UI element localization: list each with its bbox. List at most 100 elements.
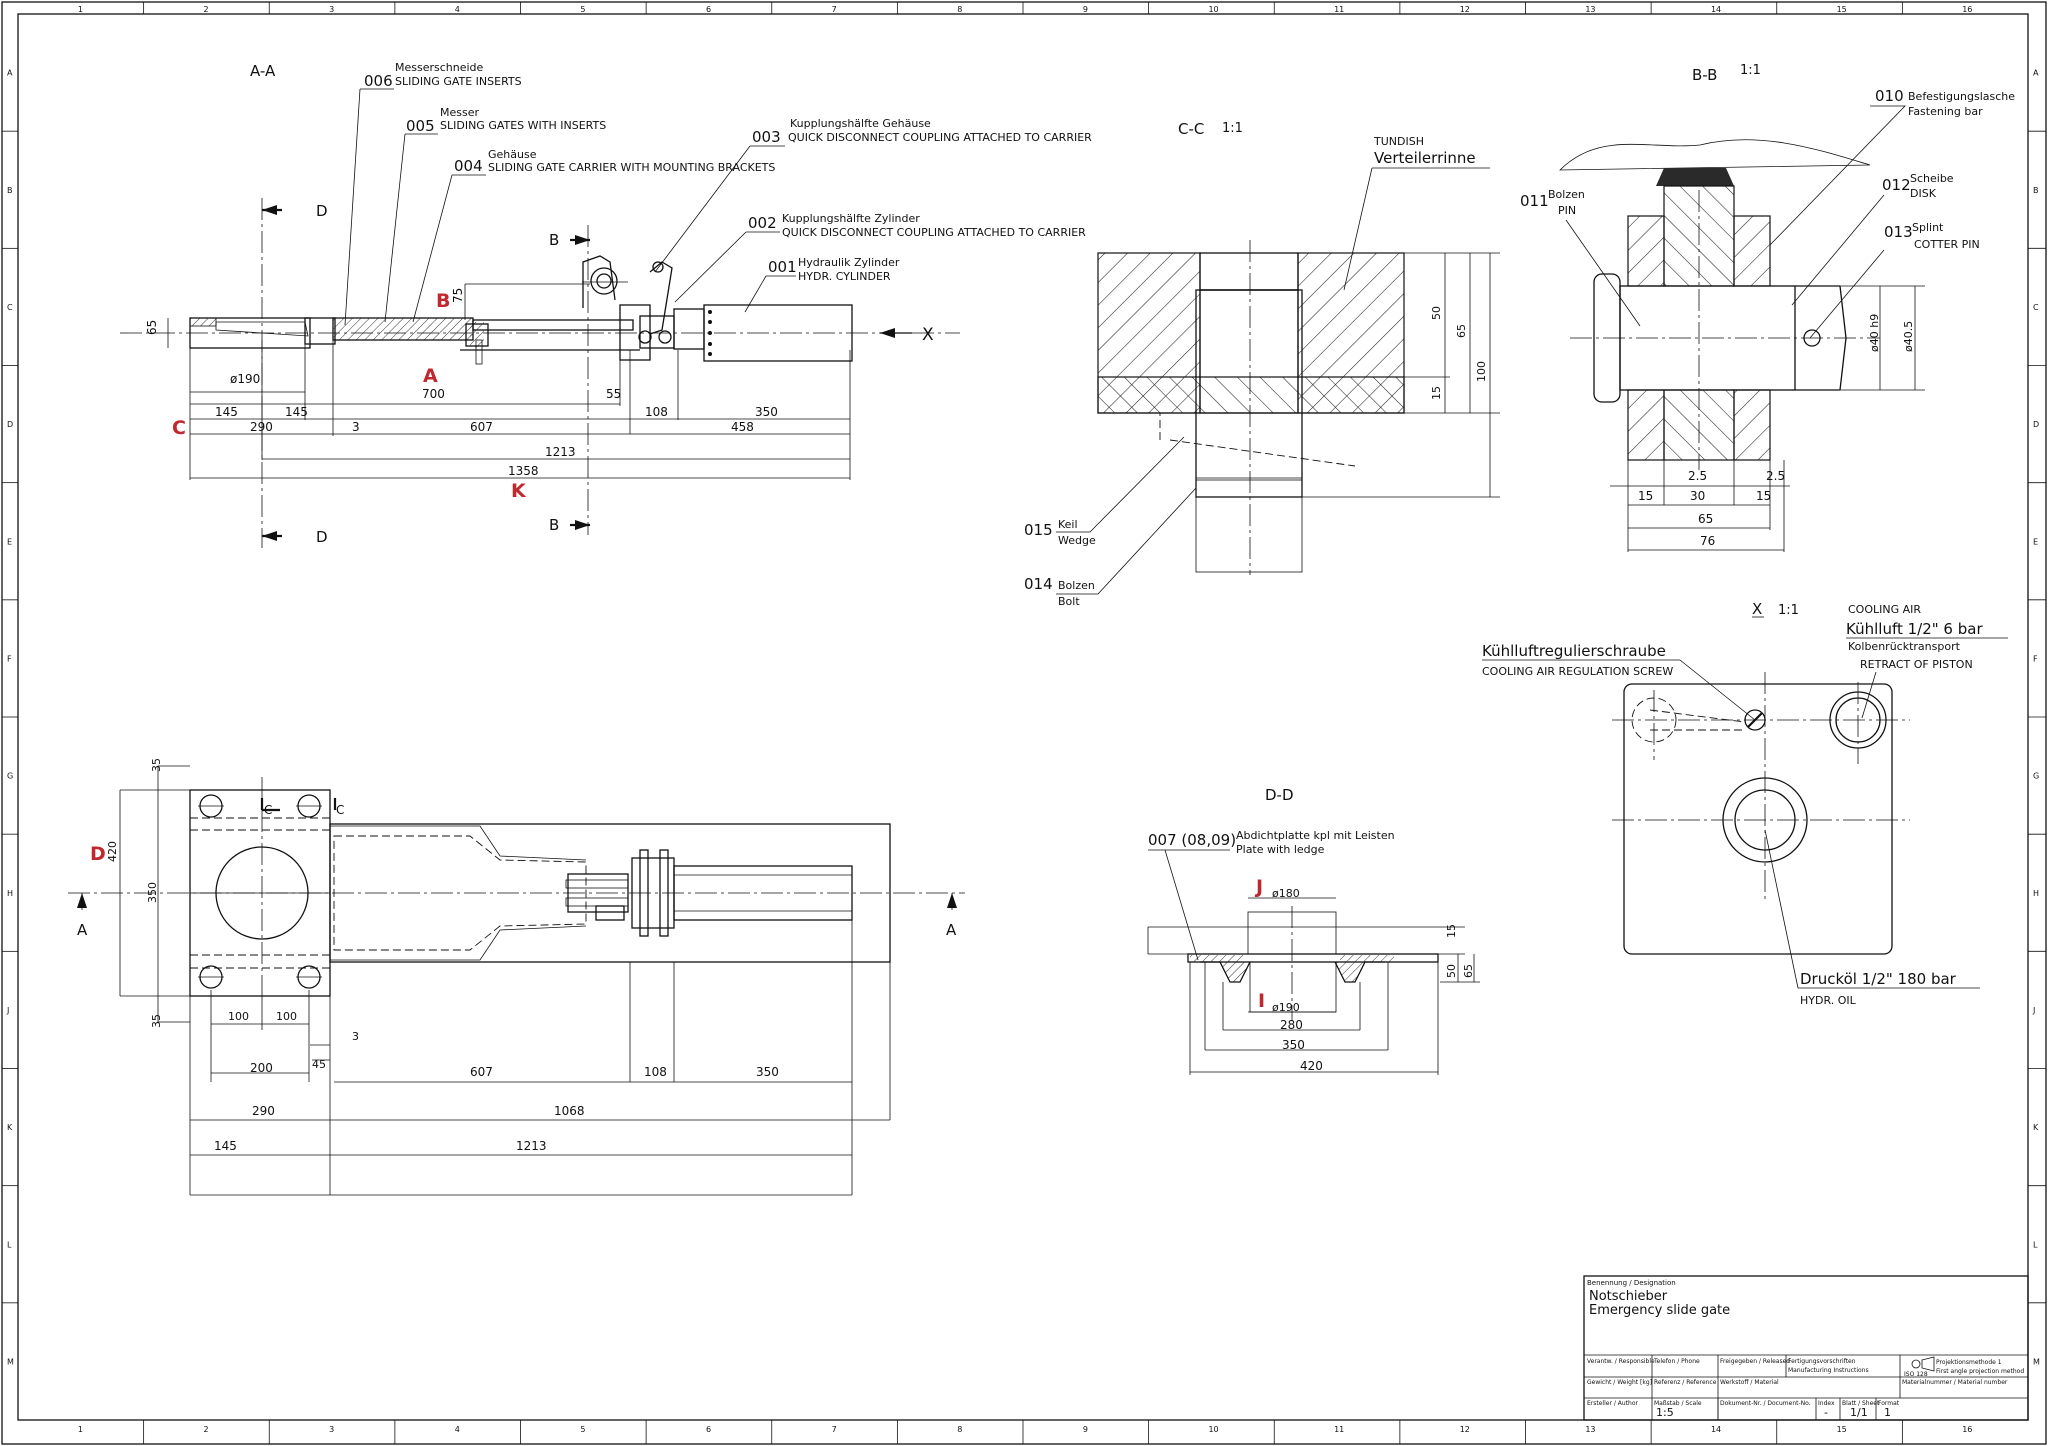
svg-text:C: C [336,803,344,817]
grid-col-label: 14 [1711,5,1721,14]
svg-text:D: D [316,528,328,546]
svg-text:010: 010 [1875,87,1904,105]
dim-plan-3: 3 [352,1030,359,1043]
tundish-label-en: TUNDISH [1373,135,1424,148]
grid-row-label: J [2032,1006,2035,1015]
drawing-title-en: Emergency slide gate [1589,1303,1730,1318]
grid-col-label: 7 [832,1425,837,1434]
svg-text:SLIDING GATE INSERTS: SLIDING GATE INSERTS [395,75,522,88]
grid-row-label: E [7,537,12,546]
svg-text:Hydraulik Zylinder: Hydraulik Zylinder [798,256,900,269]
marker-j: J [1254,876,1263,898]
dim-plan-100b: 100 [276,1010,297,1023]
part-label-001: Hydraulik Zylinder 001 HYDR. CYLINDER [768,256,900,283]
grid-row-label: G [2033,772,2039,781]
grid-col-label: 2 [203,1425,208,1434]
svg-text:004: 004 [454,157,483,175]
svg-text:Bolzen: Bolzen [1548,188,1585,201]
view-aa-geometry: X [120,255,960,365]
grid-col-label: 8 [957,5,962,14]
part-label-006: Messerschneide 006 SLIDING GATE INSERTS [364,61,522,90]
drawing-title-de: Notschieber [1589,1289,1668,1304]
svg-text:013: 013 [1884,223,1913,241]
svg-text:Wedge: Wedge [1058,534,1096,547]
grid-col-label: 10 [1208,5,1218,14]
grid-col-label: 4 [455,5,460,14]
dim-plan-420: 420 [106,841,119,862]
marker-c: C [172,417,186,439]
dim-dd-15: 15 [1445,924,1458,938]
dim-cc-65: 65 [1455,324,1468,338]
grid-row-label: A [2033,69,2039,78]
view-x: X 1:1 COOLING AIR Kühlluft 1/2" 6 bar Ko… [1482,600,2008,1007]
svg-text:Benennung / Designation: Benennung / Designation [1587,1279,1676,1287]
svg-text:COTTER PIN: COTTER PIN [1914,238,1980,251]
grid-row-label: F [7,654,12,663]
cooling-air-de: Kühlluft 1/2" 6 bar [1846,620,1983,638]
pressure-oil-en: HYDR. OIL [1800,994,1857,1007]
svg-text:Dokument-Nr. / Document-No.: Dokument-Nr. / Document-No. [1720,1400,1811,1407]
svg-text:Bolt: Bolt [1058,595,1080,608]
grid-col-label: 3 [329,5,334,14]
svg-text:Fastening bar: Fastening bar [1908,105,1983,118]
svg-text:B: B [549,516,559,534]
dim-145b: 145 [285,405,308,419]
dim-145a: 145 [215,405,238,419]
svg-text:-: - [1824,1406,1828,1419]
grid-row-label: K [7,1123,13,1132]
dim-290: 290 [250,420,273,434]
grid-row-label: B [2033,186,2039,195]
view-dd: D-D 007 (08,09) Abdichtplatte kpl mit Le… [1147,786,1480,1075]
grid-col-label: 9 [1083,5,1088,14]
dim-plan-35b: 35 [150,1014,163,1028]
view-aa-title: A-A [250,62,276,80]
dim-plan-1213: 1213 [516,1139,547,1153]
svg-text:PIN: PIN [1558,204,1576,217]
grid-row-label: L [2033,1240,2038,1249]
tundish-label-de: Verteilerrinne [1374,149,1476,167]
grid-col-label: 9 [1083,1425,1088,1434]
dim-bb-76: 76 [1700,534,1715,548]
grid-col-label: 11 [1334,1425,1344,1434]
dim-cc-50: 50 [1430,306,1443,320]
svg-text:Manufacturing Instructions: Manufacturing Instructions [1788,1367,1869,1374]
dim-cc-15: 15 [1430,386,1443,400]
projection-symbol-icon [1911,1356,1935,1372]
grid-col-label: 16 [1962,1425,1972,1434]
dim-plan-35a: 35 [150,758,163,772]
svg-text:First angle projection method: First angle projection method [1936,1368,2024,1375]
dim-bb-15a: 15 [1638,489,1653,503]
grid-col-label: 4 [455,1425,460,1434]
svg-text:005: 005 [406,117,435,135]
svg-text:Gewicht / Weight [kg]: Gewicht / Weight [kg] [1587,1379,1652,1386]
pressure-oil-de: Drucköl 1/2" 180 bar [1800,970,1957,988]
retract-en: RETRACT OF PISTON [1860,658,1973,671]
title-block: Benennung / Designation Notschieber Emer… [1583,1275,2029,1421]
dim-plan-145: 145 [214,1139,237,1153]
svg-text:A: A [77,921,88,939]
svg-text:Referenz / Reference: Referenz / Reference [1654,1379,1717,1386]
svg-text:Werkstoff / Material: Werkstoff / Material [1720,1379,1779,1386]
grid-col-label: 3 [329,1425,334,1434]
grid-col-label: 7 [832,5,837,14]
svg-text:Befestigungslasche: Befestigungslasche [1908,90,2015,103]
marker-b: B [436,290,450,312]
view-cc: C-C 1:1 TUNDISH Verteilerrinne 50 65 100 [1024,120,1500,608]
part-label-010: 010 Befestigungslasche Fastening bar [1769,87,2015,246]
dim-d190: ø190 [230,372,260,386]
dim-dd-350: 350 [1282,1038,1305,1052]
grid-col-label: 13 [1585,5,1595,14]
scale-value: 1:5 [1656,1406,1674,1419]
dim-plan-350: 350 [146,882,159,903]
grid-row-label: C [7,303,13,312]
grid-row-label: M [2033,1357,2040,1366]
grid-col-label: 8 [957,1425,962,1434]
part-label-005: Messer 005 SLIDING GATES WITH INSERTS [406,106,606,135]
section-line-dd: D D [261,198,328,548]
part-label-003: Kupplungshälfte Gehäuse 003 QUICK DISCON… [752,117,1092,146]
dim-dd-280: 280 [1280,1018,1303,1032]
dim-65: 65 [145,320,159,335]
retract-de: Kolbenrücktransport [1848,640,1961,653]
svg-text:SLIDING GATE CARRIER WITH MOUN: SLIDING GATE CARRIER WITH MOUNTING BRACK… [488,161,775,174]
